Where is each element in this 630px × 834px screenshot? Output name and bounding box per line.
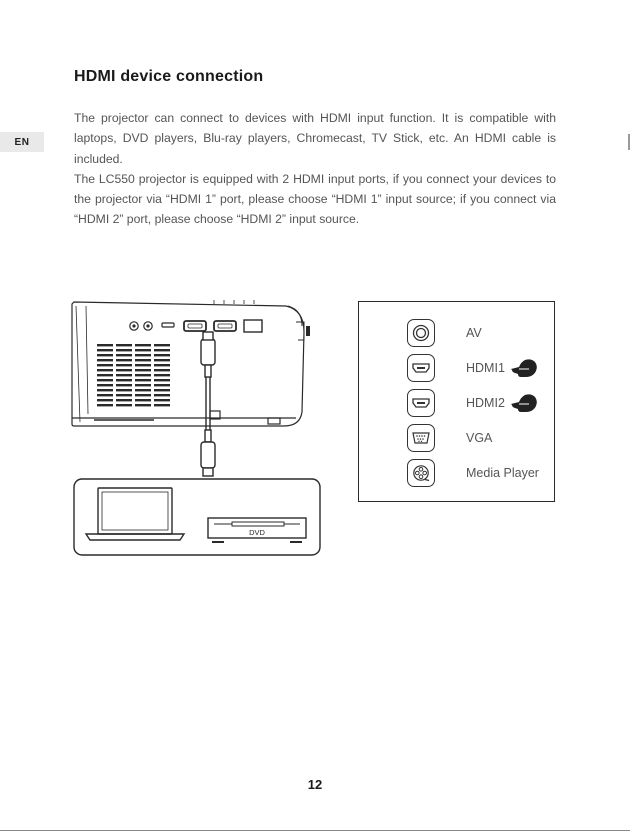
- pointing-hand-icon: [511, 359, 537, 377]
- source-devices-frame: [73, 478, 321, 556]
- media-player-icon: [407, 459, 435, 487]
- connection-illustration: DVD: [64, 296, 324, 558]
- body-text: The projector can connect to devices wit…: [74, 108, 556, 230]
- page-edge-marker: [628, 134, 630, 150]
- input-source-panel: AV HDMI1 HDMI2 VGA Media Player: [358, 301, 555, 502]
- paragraph-hdmi-ports: The LC550 projector is equipped with 2 H…: [74, 171, 556, 227]
- vent-grills: [97, 344, 170, 407]
- projector-illustration: [71, 300, 310, 427]
- source-item-media-player[interactable]: Media Player: [359, 458, 554, 488]
- source-label-av: AV: [466, 326, 482, 340]
- hdmi-icon: [407, 354, 435, 382]
- av-icon: [407, 319, 435, 347]
- laptop-illustration: [84, 487, 186, 541]
- source-item-vga[interactable]: VGA: [359, 423, 554, 453]
- page-number: 12: [307, 777, 323, 792]
- source-label-media-player: Media Player: [466, 466, 539, 480]
- source-item-hdmi1[interactable]: HDMI1: [359, 353, 554, 383]
- vga-icon: [407, 424, 435, 452]
- page-title: HDMI device connection: [74, 68, 264, 85]
- connection-diagram: DVD: [71, 300, 321, 556]
- dvd-label: DVD: [249, 528, 265, 537]
- hdmi-cable: [200, 331, 216, 477]
- dvd-player-illustration: [207, 517, 307, 543]
- source-item-av[interactable]: AV: [359, 318, 554, 348]
- language-tab: EN: [0, 132, 44, 152]
- hdmi-icon: [407, 389, 435, 417]
- source-item-hdmi2[interactable]: HDMI2: [359, 388, 554, 418]
- source-label-hdmi2: HDMI2: [466, 396, 505, 410]
- pointing-hand-icon: [511, 394, 537, 412]
- source-label-vga: VGA: [466, 431, 493, 445]
- source-label-hdmi1: HDMI1: [466, 361, 505, 375]
- bottom-rule: [0, 830, 630, 831]
- paragraph-compatibility: The projector can connect to devices wit…: [74, 111, 556, 166]
